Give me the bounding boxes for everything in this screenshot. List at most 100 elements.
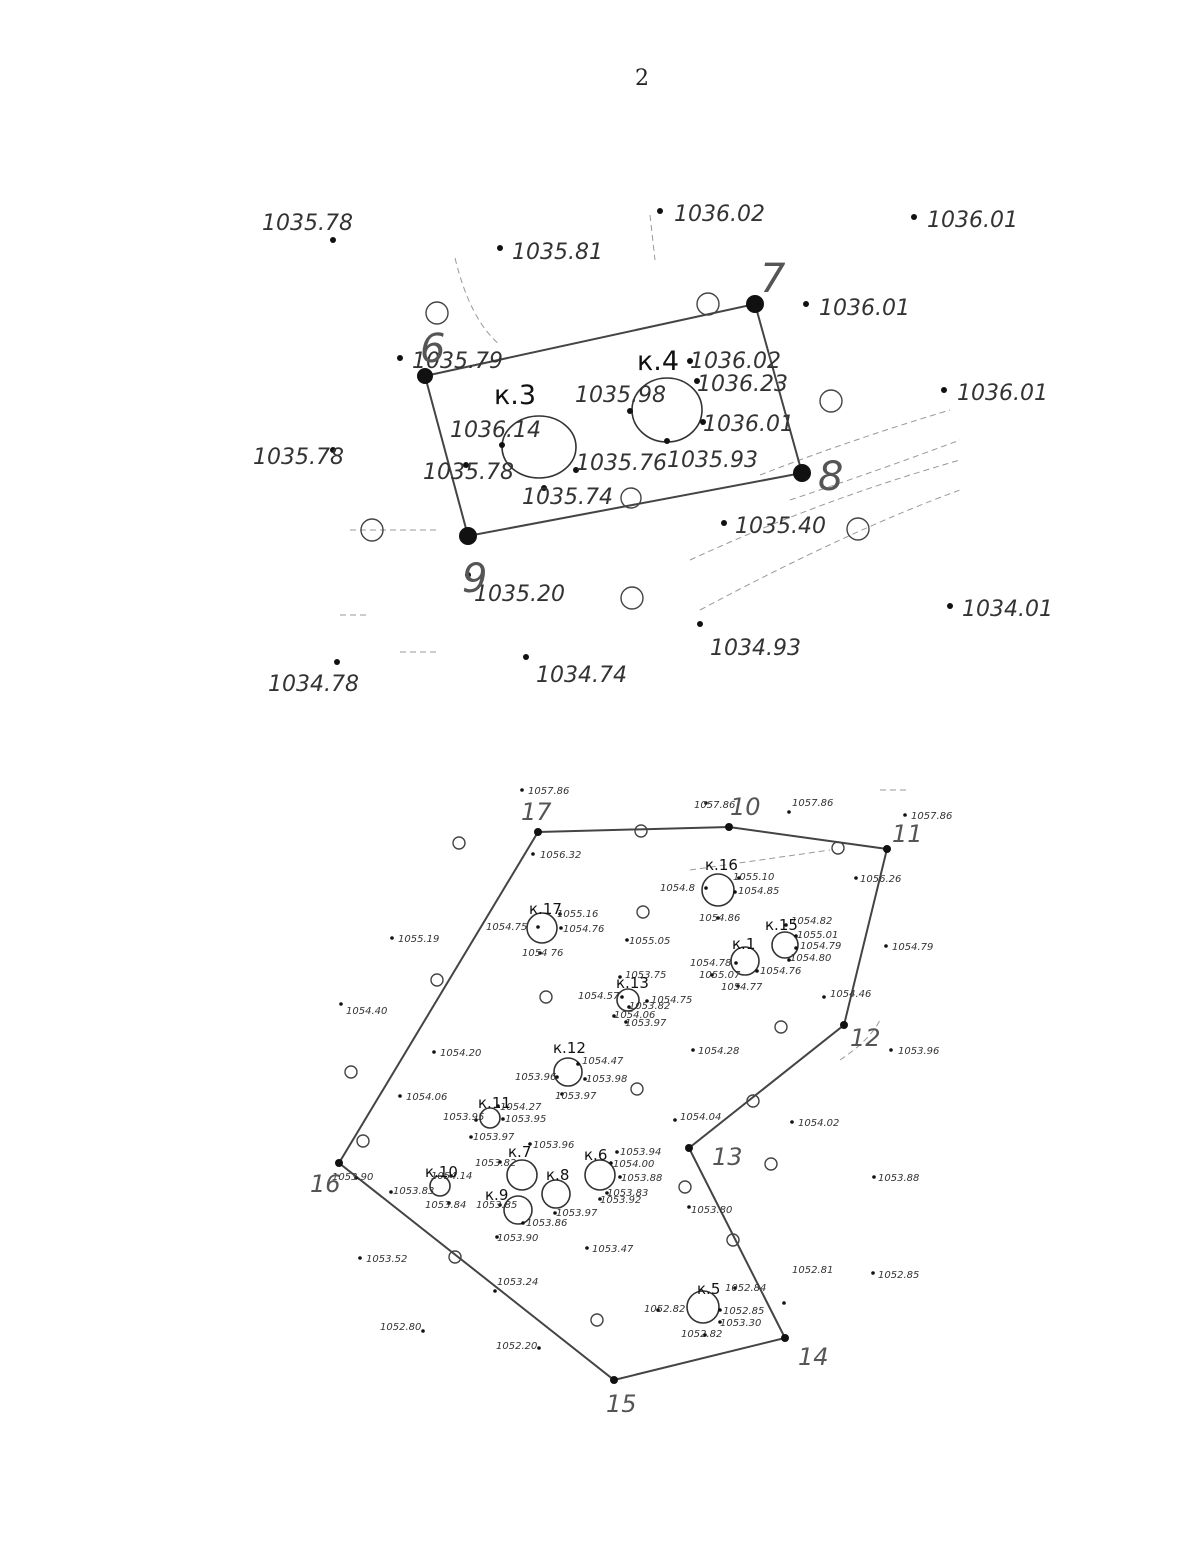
- spot-height-label: 1054.06: [406, 1092, 447, 1103]
- tree-symbol: [452, 836, 466, 850]
- spot-height-label: 1054.8: [660, 883, 695, 894]
- spot-height-label: 1054.77: [721, 982, 763, 993]
- spot-height-label: 1053.90: [332, 1172, 373, 1183]
- spot-height-label: 1053.96: [898, 1046, 939, 1057]
- spot-height-label: 1054.75: [486, 922, 527, 933]
- corner-point-label: 6: [420, 326, 445, 372]
- spot-height-label: 1052.85: [878, 1270, 919, 1281]
- spot-height-label: 1054.79: [892, 942, 933, 953]
- spot-height-label: 1053.52: [366, 1254, 407, 1265]
- spot-height-label: 1053.97: [555, 1091, 597, 1102]
- spot-height-label: 1054.04: [680, 1112, 721, 1123]
- spot-height-dot: [585, 1246, 589, 1250]
- spot-height-dot: [334, 659, 340, 665]
- spot-height-label: 1054.57: [578, 991, 620, 1002]
- spot-height-label: 1054.76: [563, 924, 604, 935]
- spot-height-dot: [465, 572, 471, 578]
- tree-symbol: [620, 586, 644, 610]
- pit-label: к.17: [529, 900, 562, 918]
- spot-height-label: 1053.94: [620, 1147, 661, 1158]
- spot-height-dot: [687, 1205, 691, 1209]
- corner-marker-6: [417, 368, 433, 384]
- corner-point-label: 11: [892, 820, 923, 848]
- spot-height-dot: [339, 1002, 343, 1006]
- spot-height-label: 1054.79: [800, 941, 841, 952]
- corner-point-label: 9: [462, 556, 487, 602]
- spot-height-dot: [598, 1197, 602, 1201]
- spot-height-dot: [794, 946, 798, 950]
- spot-height-label: 1035.93: [667, 448, 758, 473]
- spot-height-label: 1053.97: [556, 1208, 598, 1219]
- spot-height-dot: [697, 621, 703, 627]
- spot-height-label: 1054.76: [760, 966, 801, 977]
- spot-height-dot: [541, 485, 547, 491]
- spot-height-label: 1057.86: [528, 786, 569, 797]
- site-boundary: [337, 825, 889, 1382]
- contour-line: [699, 489, 961, 611]
- spot-height-label: 1035.74: [522, 485, 613, 510]
- spot-height-dot: [536, 925, 540, 929]
- spot-height-dot: [583, 1077, 587, 1081]
- spot-height-dot: [498, 1203, 502, 1207]
- contour-line: [649, 214, 656, 261]
- spot-height-label: 1053.97: [625, 1018, 667, 1029]
- spot-height-label: 1054.28: [698, 1046, 739, 1057]
- spot-height-dot: [872, 1175, 876, 1179]
- spot-height-label: 1036.01: [927, 208, 1018, 233]
- spot-height-label: 1053.95: [443, 1112, 484, 1123]
- corner-point-label: 10: [730, 793, 761, 821]
- tree-symbol: [425, 301, 449, 325]
- tree-symbol: [636, 905, 650, 919]
- spot-height-dot: [498, 1160, 502, 1164]
- spot-height-label: 1052.82: [644, 1304, 685, 1315]
- contour-line: [759, 409, 951, 476]
- spot-height-label: 1053.88: [878, 1173, 919, 1184]
- spot-height-label: 1057.86: [694, 800, 735, 811]
- tree-symbol: [356, 1134, 370, 1148]
- spot-height-label: 1053.85: [476, 1200, 517, 1211]
- spot-height-label: 1052.85: [723, 1306, 764, 1317]
- spot-height-dot: [736, 984, 740, 988]
- spot-height-label: 1053.95: [505, 1114, 546, 1125]
- spot-height-label: 1055.05: [629, 936, 670, 947]
- spot-height-label: 1054.40: [346, 1006, 387, 1017]
- spot-height-label: 1035.78: [253, 445, 344, 470]
- spot-height-dot: [718, 1320, 722, 1324]
- spot-height-label: 1054.20: [440, 1048, 481, 1059]
- spot-height-label: 1036.02: [690, 349, 781, 374]
- spot-height-dot: [627, 408, 633, 414]
- spot-height-label: 1053.97: [473, 1132, 515, 1143]
- spot-height-dot: [710, 973, 714, 977]
- spot-height-label: 1052.81: [792, 1265, 833, 1276]
- page-number: 2: [635, 66, 649, 91]
- spot-height-dot: [871, 1271, 875, 1275]
- corner-marker-8: [793, 464, 811, 482]
- tree-symbol: [774, 1020, 788, 1034]
- spot-height-dot: [520, 788, 524, 792]
- tree-symbol: [764, 1157, 778, 1171]
- spot-height-label: 1054.75: [651, 995, 692, 1006]
- corner-marker-14: [781, 1334, 789, 1342]
- spot-height-dot: [560, 1092, 564, 1096]
- spot-height-label: 1036.01: [819, 296, 910, 321]
- spot-height-label: 1034.93: [710, 636, 801, 661]
- corner-point-label: 15: [606, 1390, 637, 1418]
- spot-height-label: 1035.78: [262, 211, 353, 236]
- tree-symbol: [846, 517, 870, 541]
- pit-label: к.12: [553, 1039, 586, 1057]
- contour-line: [689, 849, 831, 871]
- spot-height-label: 1054.02: [798, 1118, 839, 1129]
- spot-height-dot: [553, 1211, 557, 1215]
- spot-height-label: 1053.96: [533, 1140, 574, 1151]
- spot-height-dot: [615, 1150, 619, 1154]
- spot-height-dot: [330, 237, 336, 243]
- spot-height-dot: [627, 1005, 631, 1009]
- spot-height-dot: [558, 912, 562, 916]
- tree-symbol: [448, 1250, 462, 1264]
- spot-height-label: 1053.84: [425, 1200, 466, 1211]
- spot-height-label: 1054.14: [431, 1171, 472, 1182]
- spot-height-dot: [624, 1020, 628, 1024]
- pit-label: к.13: [616, 974, 649, 992]
- spot-height-label: 1054.47: [582, 1056, 624, 1067]
- corner-marker-9: [459, 527, 477, 545]
